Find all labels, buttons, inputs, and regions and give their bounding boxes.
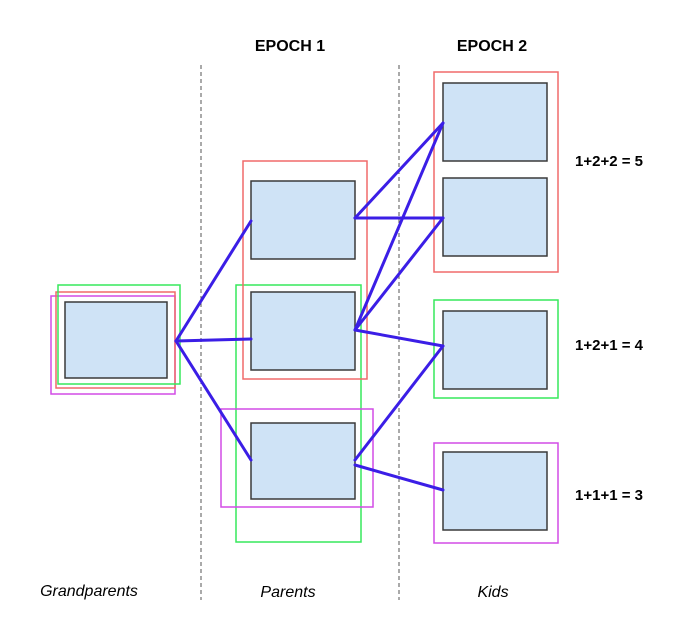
label-parents: Parents: [260, 584, 315, 601]
parent-node-2: [250, 291, 356, 371]
equation-green-group: 1+2+1 = 4: [575, 337, 644, 354]
parent-magenta-box: [220, 408, 374, 508]
edge-p3-k3: [353, 344, 445, 462]
epoch-1-header: EPOCH 1: [255, 38, 325, 55]
edge-gp-p1: [174, 219, 253, 343]
equation-red-group: 1+2+2 = 5: [575, 153, 643, 170]
parent-group-boxes: [220, 160, 374, 543]
label-grandparents: Grandparents: [40, 583, 138, 600]
kid-red-box: [433, 71, 559, 273]
edge-p3-k4: [353, 463, 445, 492]
kid-node-4: [442, 451, 548, 531]
kid-group-boxes: [433, 71, 559, 544]
nodes: [64, 82, 548, 531]
edge-p2-k2: [353, 216, 445, 332]
epoch-2-header: EPOCH 2: [457, 38, 527, 55]
equation-magenta-group: 1+1+1 = 3: [575, 487, 643, 504]
edge-p2-k3: [353, 328, 445, 348]
kid-green-box: [433, 299, 559, 399]
edge-gp-p2: [174, 337, 253, 343]
grandparent-node: [64, 301, 168, 379]
kid-magenta-box: [433, 442, 559, 544]
parent-node-1: [250, 180, 356, 260]
kid-node-2: [442, 177, 548, 257]
kid-node-1: [442, 82, 548, 162]
parent-red-box: [242, 160, 368, 380]
parent-node-3: [250, 422, 356, 500]
edges: [174, 121, 445, 492]
edge-p2-k1: [353, 121, 445, 332]
parent-green-box: [235, 284, 362, 543]
kid-node-3: [442, 310, 548, 390]
label-kids: Kids: [477, 584, 508, 601]
edge-gp-p3: [174, 339, 253, 462]
edge-p1-k1: [353, 121, 445, 220]
